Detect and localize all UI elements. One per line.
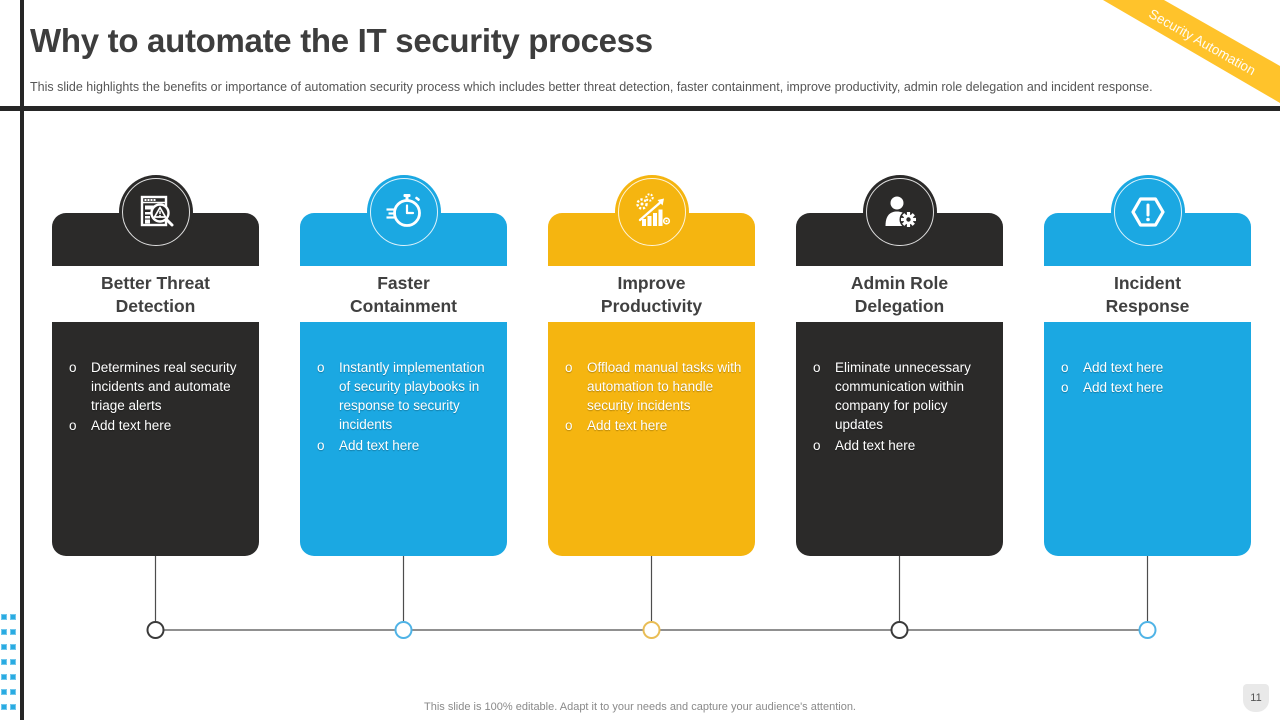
left-edge-bar: [20, 0, 24, 720]
bullet-text: Add text here: [1083, 360, 1164, 375]
bullet-marker: o: [317, 360, 325, 375]
column-body: o Instantly implementation of security p…: [300, 322, 507, 556]
deco-square: [10, 704, 16, 710]
column-title: Incident Response: [1105, 273, 1190, 317]
column-body: o Determines real security incidents and…: [52, 322, 259, 556]
list-item: o Determines real security incidents and…: [66, 358, 249, 415]
bullet-text: Determines real security incidents and a…: [91, 360, 237, 414]
alert-hexagon-icon: [1110, 175, 1185, 249]
ribbon-label: Security Automation: [1146, 6, 1258, 78]
connector-node-3: [642, 621, 661, 639]
deco-square: [1, 674, 7, 680]
column-better-threat-detection: Better Threat Detection o Determines rea…: [52, 175, 259, 556]
connector-lines: [154, 556, 1149, 631]
list-item: o Add text here: [66, 416, 249, 435]
benefit-columns: Better Threat Detection o Determines rea…: [52, 175, 1251, 556]
list-item: o Add text here: [1058, 378, 1241, 397]
connector-node-1: [146, 621, 165, 639]
deco-square: [10, 629, 16, 635]
list-item: o Add text here: [314, 436, 497, 455]
deco-square: [1, 689, 7, 695]
bullet-text: Eliminate unnecessary communication with…: [835, 360, 971, 433]
column-body: o Offload manual tasks with automation t…: [548, 322, 755, 556]
deco-square: [10, 674, 16, 680]
growth-gears-icon: [614, 175, 689, 249]
connector-node-4: [890, 621, 909, 639]
deco-square: [10, 659, 16, 665]
bullet-marker: o: [565, 418, 573, 434]
list-item: o Offload manual tasks with automation t…: [562, 358, 745, 415]
bullet-marker: o: [69, 360, 77, 375]
connector-diagram: [146, 556, 1157, 639]
bullet-marker: o: [1061, 360, 1069, 375]
column-improve-productivity: Improve Productivity o Offload manual ta…: [548, 175, 755, 556]
deco-square: [1, 644, 7, 650]
column-body: o Eliminate unnecessary communication wi…: [796, 322, 1003, 556]
connector-node-2: [394, 621, 413, 639]
column-title: Improve Productivity: [600, 273, 703, 317]
bullet-marker: o: [565, 360, 573, 375]
deco-square: [10, 614, 16, 620]
deco-square-grid: [1, 614, 16, 710]
bullet-text: Offload manual tasks with automation to …: [587, 360, 742, 414]
column-body: o Add text here o Add text here: [1044, 322, 1251, 556]
list-item: o Add text here: [1058, 358, 1241, 377]
column-title: Admin Role Delegation: [850, 273, 949, 317]
threat-scan-icon: [118, 175, 193, 249]
column-faster-containment: Faster Containment o Instantly implement…: [300, 175, 507, 556]
bullet-text: Add text here: [587, 418, 668, 434]
bullet-marker: o: [69, 418, 77, 434]
bullet-marker: o: [1061, 380, 1069, 396]
column-title: Better Threat Detection: [101, 273, 210, 317]
header-divider-rule: [0, 106, 1280, 111]
column-incident-response: Incident Response o Add text here o Add …: [1044, 175, 1251, 556]
connector-node-5: [1138, 621, 1157, 639]
deco-square: [10, 689, 16, 695]
bullet-marker: o: [813, 360, 821, 375]
bullet-text: Add text here: [91, 418, 172, 434]
bullet-text: Add text here: [339, 437, 420, 453]
deco-square: [1, 614, 7, 620]
deco-square: [1, 629, 7, 635]
deco-square: [10, 644, 16, 650]
deco-square: [1, 659, 7, 665]
column-title: Faster Containment: [350, 273, 457, 317]
stopwatch-icon: [366, 175, 441, 249]
footer-note: This slide is 100% editable. Adapt it to…: [424, 701, 856, 713]
list-item: o Instantly implementation of security p…: [314, 358, 497, 435]
page-subtitle: This slide highlights the benefits or im…: [30, 80, 1153, 94]
bullet-marker: o: [813, 437, 821, 453]
list-item: o Eliminate unnecessary communication wi…: [810, 358, 993, 435]
page-number-badge: 11: [1243, 684, 1269, 712]
bullet-text: Add text here: [1083, 380, 1164, 396]
list-item: o Add text here: [810, 436, 993, 455]
list-item: o Add text here: [562, 416, 745, 435]
column-admin-role-delegation: Admin Role Delegation o Eliminate unnece…: [796, 175, 1003, 556]
bullet-marker: o: [317, 437, 325, 453]
bullet-text: Instantly implementation of security pla…: [339, 360, 485, 433]
page-title: Why to automate the IT security process: [30, 22, 653, 59]
admin-gear-icon: [862, 175, 937, 249]
deco-square: [1, 704, 7, 710]
bullet-text: Add text here: [835, 437, 916, 453]
